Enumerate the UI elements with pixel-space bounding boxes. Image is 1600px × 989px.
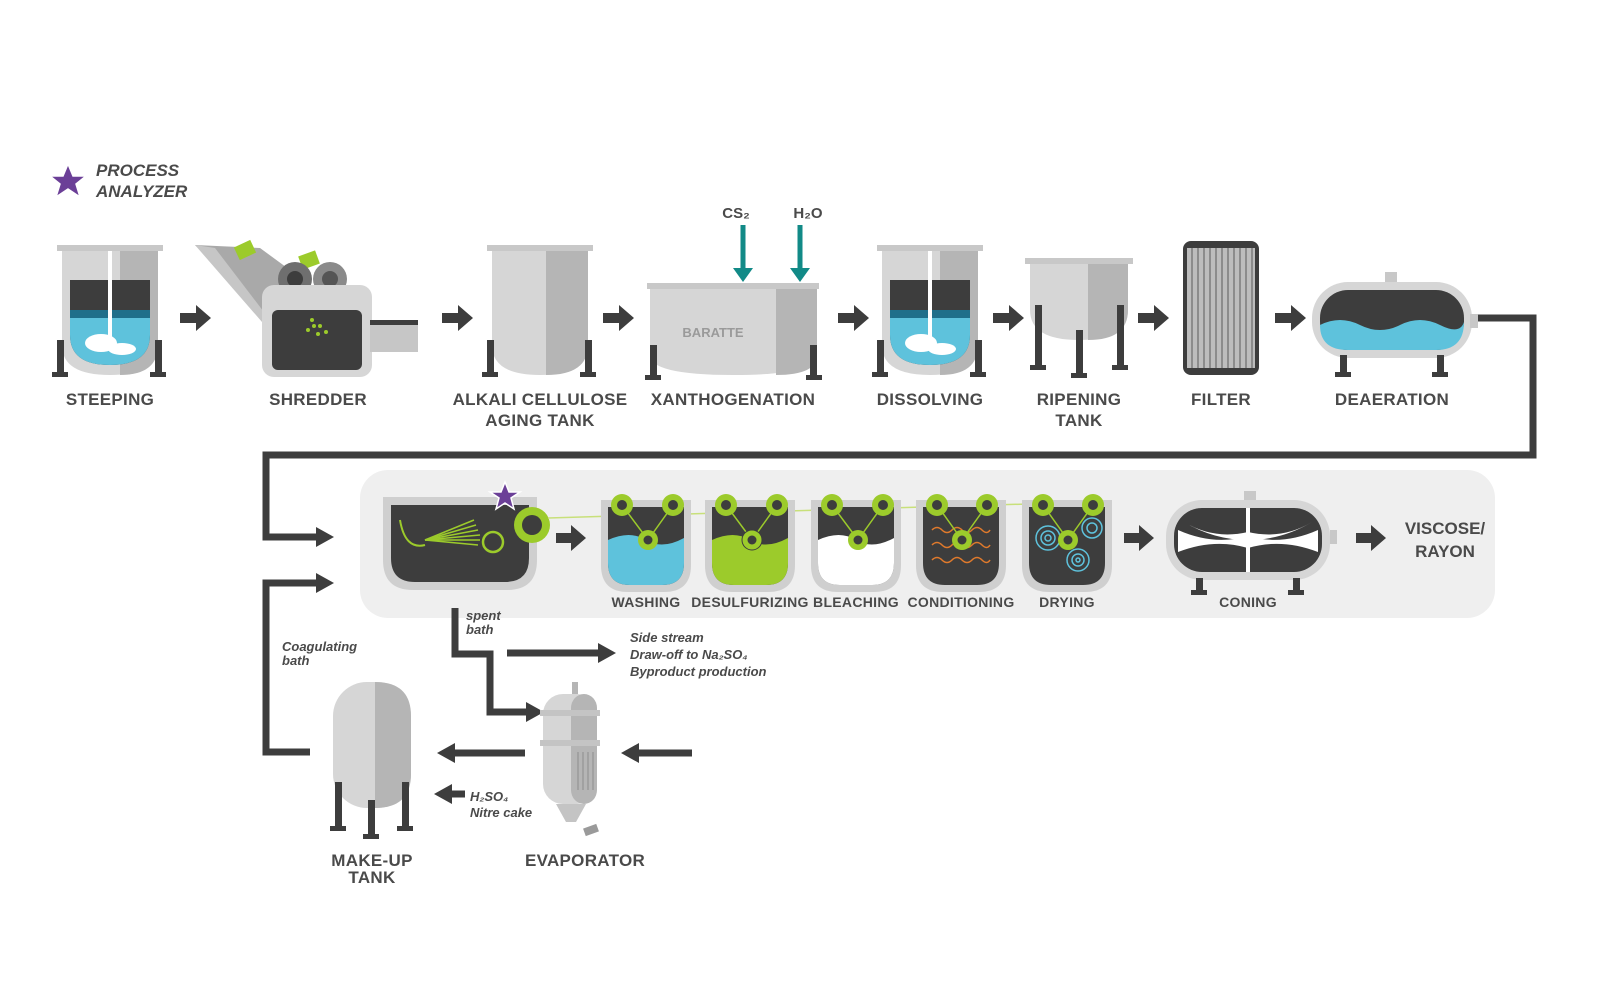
coag-bath-line2: bath (282, 653, 310, 668)
label-filter: FILTER (1191, 390, 1251, 409)
baratte-label: BARATTE (682, 325, 743, 340)
label-coning: CONING (1219, 594, 1277, 610)
label-makeup-line2: TANK (348, 868, 396, 887)
label-output-line1: VISCOSE/ (1405, 519, 1486, 538)
star-icon (47, 162, 89, 199)
ripening-tank (1025, 258, 1133, 378)
spinning-to-washing-arrow (556, 525, 586, 551)
label-evaporator: EVAPORATOR (525, 851, 645, 870)
label-output-line2: RAYON (1415, 542, 1475, 561)
input-h2o: H₂O (793, 205, 822, 222)
label-makeup-line1: MAKE-UP (331, 851, 412, 870)
spent-bath-pipe (451, 608, 528, 716)
spent-bath-line2: bath (466, 622, 494, 637)
shredder (195, 239, 418, 377)
coag-bath-line1: Coagulating (282, 639, 357, 654)
drying-to-coning-arrow (1124, 525, 1154, 551)
label-deaeration: DEAERATION (1335, 390, 1449, 409)
label-ripening-line2: TANK (1055, 411, 1103, 430)
alkali-aging-tank (482, 245, 596, 377)
h2so4-label: H₂SO₄ (470, 789, 508, 804)
spent-bath-line1: spent (466, 608, 501, 623)
bleaching-bath (811, 494, 901, 592)
label-alkali-line1: ALKALI CELLULOSE (453, 390, 628, 409)
process-analyzer-star-icon (487, 479, 523, 511)
desulfurizing-bath (705, 494, 795, 592)
label-ripening-line1: RIPENING (1037, 390, 1122, 409)
makeup-tank (330, 682, 413, 839)
deaeration-vessel (1312, 272, 1478, 377)
side-stream-line3: Byproduct production (630, 664, 767, 679)
nitre-label: Nitre cake (470, 805, 532, 820)
top-flow-arrows (180, 305, 1306, 331)
label-washing: WASHING (612, 594, 681, 610)
steeping-tank (52, 245, 166, 377)
evaporator (540, 682, 600, 837)
side-stream-line2: Draw-off to Na₂SO₄ (630, 647, 748, 662)
conditioning-bath (916, 494, 1006, 592)
label-xanthogenation: XANTHOGENATION (651, 390, 815, 409)
baratte-vessel: BARATTE (645, 283, 822, 380)
coagulating-bath-pipe (262, 579, 318, 756)
coning-unit (1166, 491, 1337, 595)
dissolving-tank (872, 245, 986, 377)
label-desulfurizing: DESULFURIZING (691, 594, 808, 610)
label-shredder: SHREDDER (269, 390, 367, 409)
drying-bath (1022, 494, 1112, 592)
deaeration-return-pipe (262, 314, 1537, 541)
legend: PROCESS ANALYZER (47, 161, 188, 201)
legend-label-line1: PROCESS (96, 161, 180, 180)
side-stream-line1: Side stream (630, 630, 704, 645)
label-conditioning: CONDITIONING (907, 594, 1014, 610)
label-drying: DRYING (1039, 594, 1095, 610)
filter (1183, 241, 1259, 375)
label-dissolving: DISSOLVING (877, 390, 984, 409)
legend-label-line2: ANALYZER (95, 182, 188, 201)
spinning-bath (383, 479, 550, 590)
label-bleaching: BLEACHING (813, 594, 899, 610)
label-alkali-line2: AGING TANK (485, 411, 595, 430)
coning-to-output-arrow (1356, 525, 1386, 551)
washing-bath (601, 494, 691, 592)
input-cs2: CS₂ (722, 205, 750, 222)
label-steeping: STEEPING (66, 390, 154, 409)
